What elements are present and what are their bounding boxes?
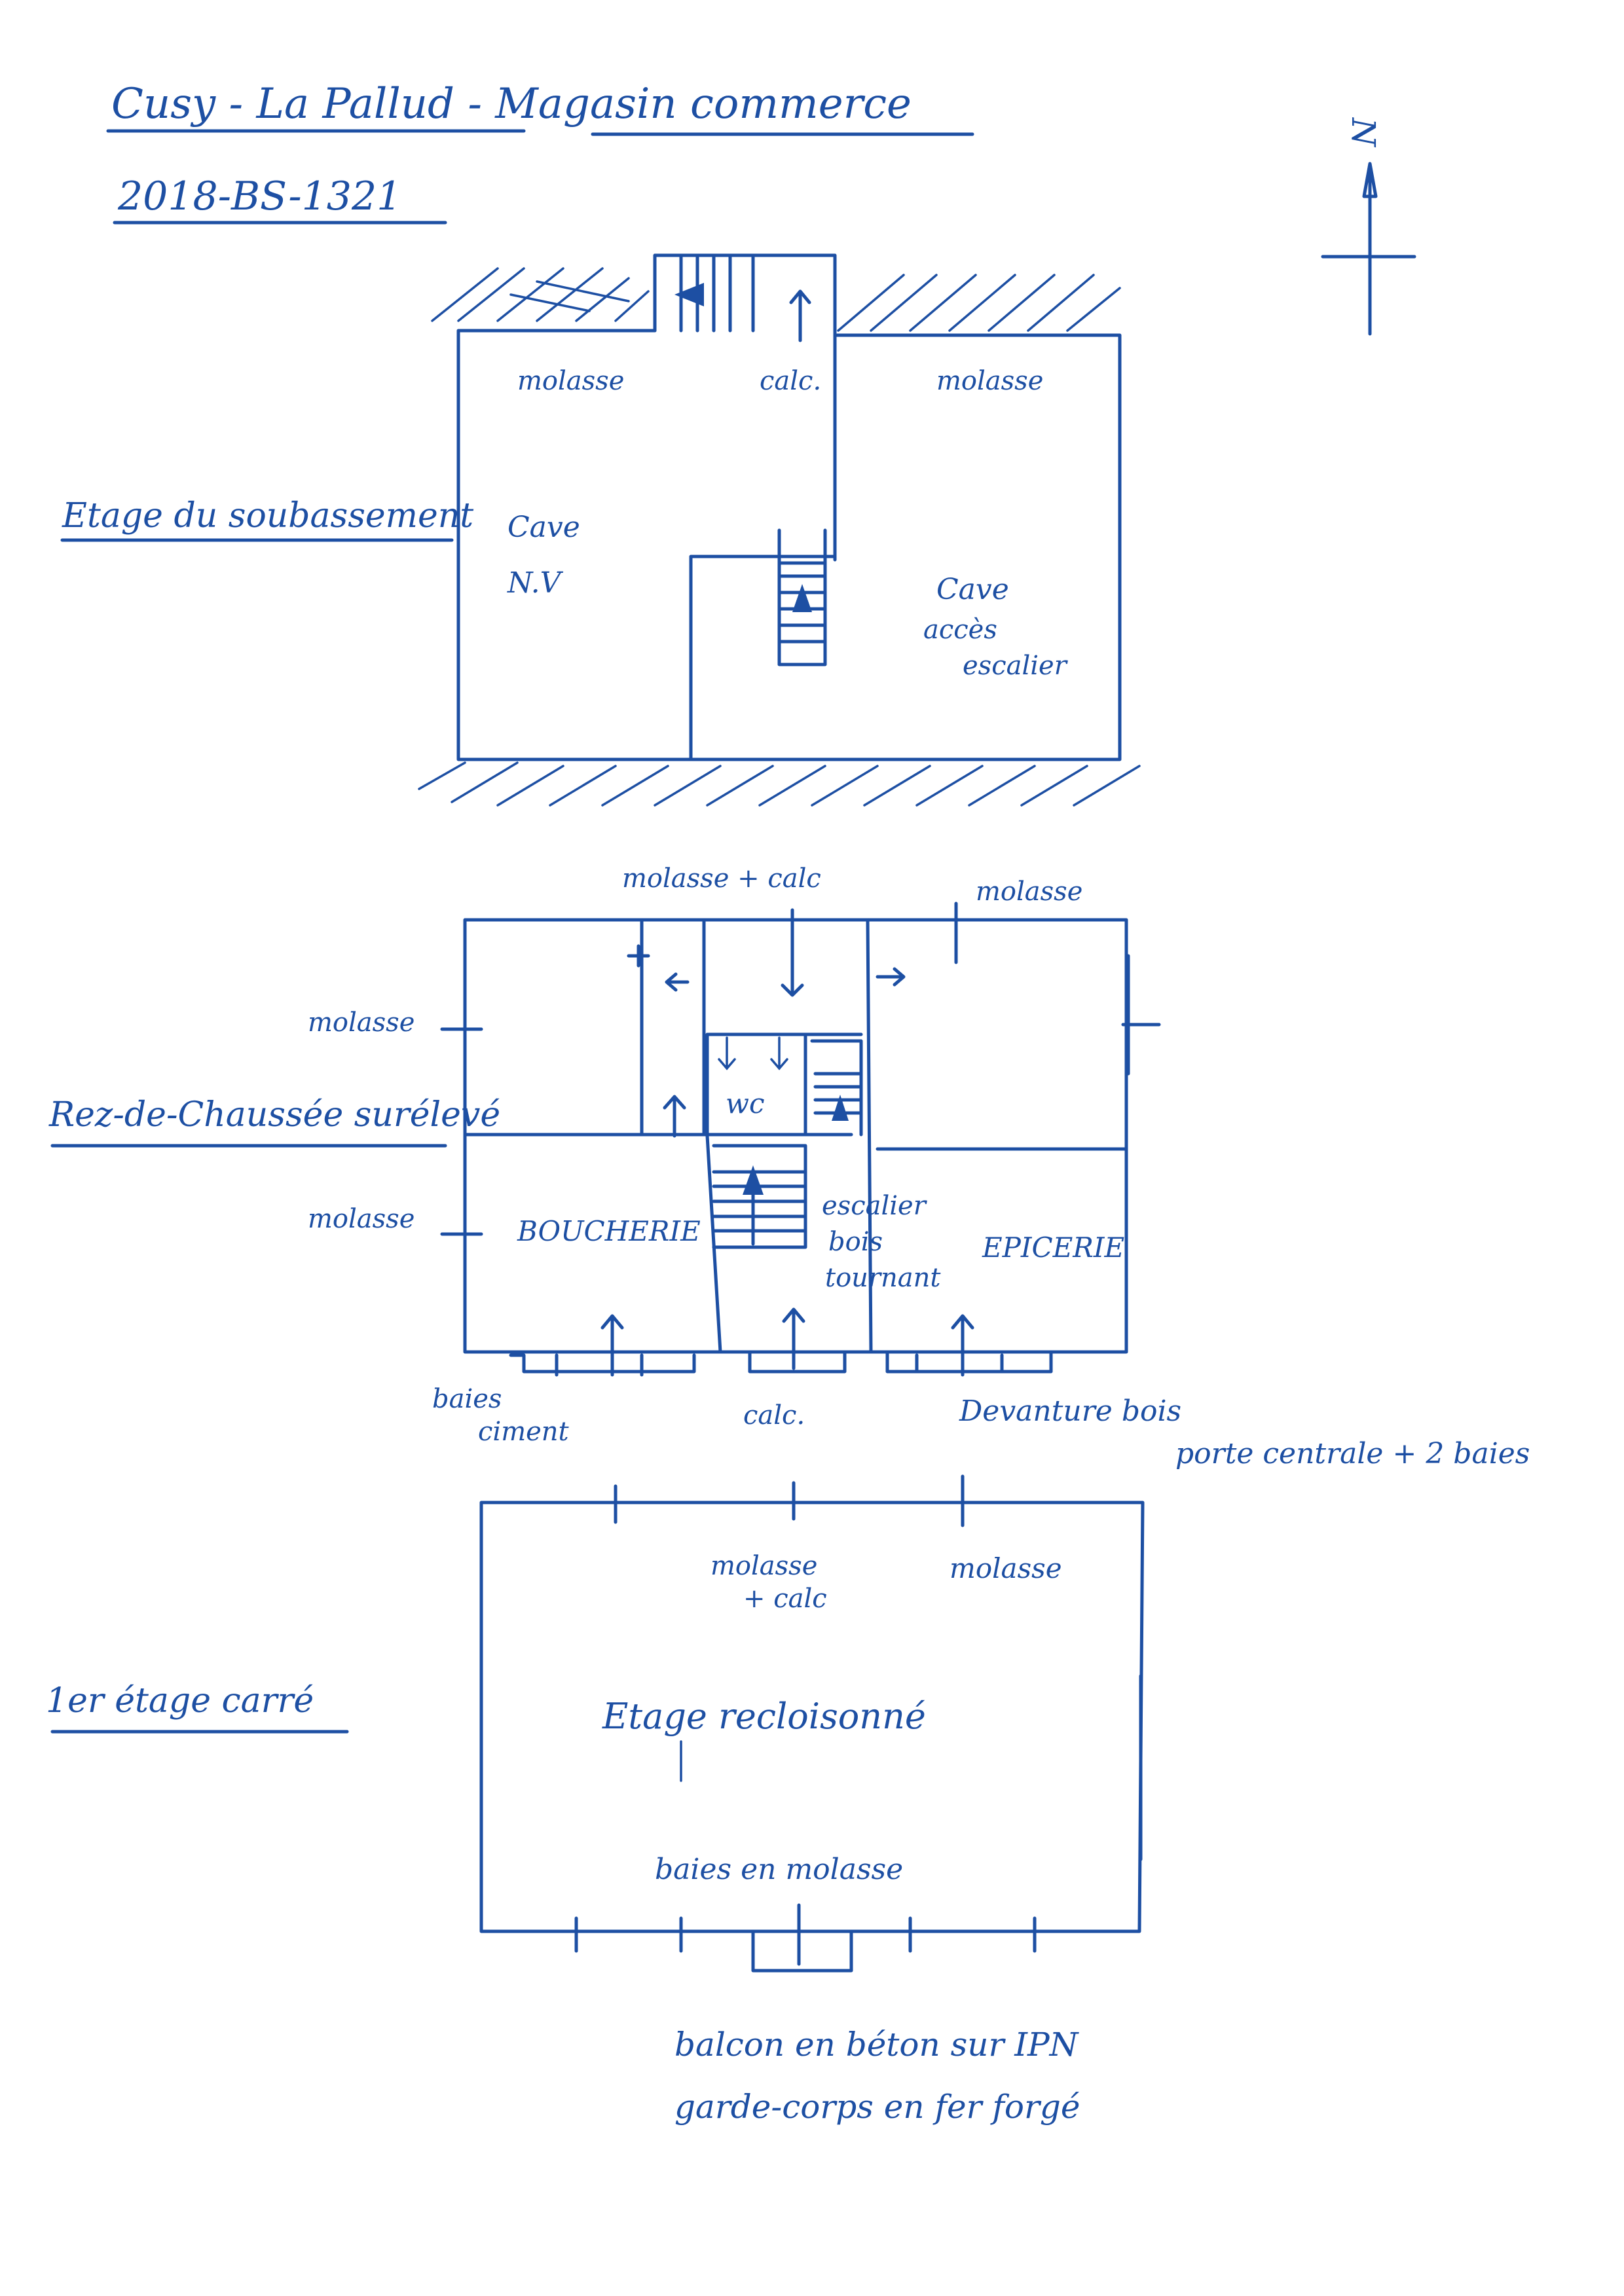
basement-outline	[456, 329, 1122, 761]
ground-stair-line1: escalier	[822, 1191, 928, 1221]
basement-room-right-line2: accès	[923, 615, 997, 645]
basement-room-left-line2: N.V	[507, 566, 564, 600]
first-south-ticks	[574, 1903, 1037, 1966]
ground-wall-west-lower: molasse	[308, 1204, 415, 1234]
ground-wc: wc	[726, 1087, 764, 1120]
first-balcony-line1: balcon en béton sur IPN	[674, 2026, 1080, 2064]
ground-upper-stair-arrow	[832, 1095, 849, 1121]
sheet-reference: 2018-BS-1321	[117, 173, 401, 219]
north-arrow-icon	[1321, 162, 1416, 336]
basement-north-stair-arrow	[674, 283, 704, 306]
basement-wall-north-center: calc.	[760, 366, 821, 396]
ground-wall-north-right: molasse	[976, 877, 1082, 907]
header: Cusy - La Pallud - Magasin commerce 2018…	[106, 80, 974, 225]
ground-front-left-line2: ciment	[478, 1417, 570, 1447]
ground-hatch-south	[418, 761, 1141, 807]
compass: N	[1321, 117, 1416, 336]
first-openings: baies en molasse	[655, 1853, 903, 1886]
ground-middle-wall	[463, 1133, 1128, 1151]
basement-wall-north-left: molasse	[517, 366, 624, 396]
basement-inner-stair-arrow	[792, 584, 812, 612]
ground-arrows	[600, 908, 974, 1377]
basement-room-right-line1: Cave	[936, 573, 1009, 606]
ground-south-openings	[509, 1350, 1053, 1377]
ground-hatch-north	[431, 267, 1121, 332]
ground-room-left: BOUCHERIE	[517, 1215, 701, 1247]
first-north-ticks	[614, 1474, 965, 1527]
ground-outline	[463, 918, 1128, 1354]
first-center: Etage recloisonné	[602, 1696, 926, 1737]
ground-central-stair-arrow	[743, 1165, 764, 1195]
compass-north-label: N	[1344, 117, 1382, 148]
ground-stair-line3: tournant	[825, 1263, 941, 1293]
floor-label-first: 1er étage carré	[46, 1681, 314, 1721]
floor-label-ground: Rez-de-Chaussée surélevé	[48, 1095, 500, 1135]
wc-arrows	[718, 1036, 788, 1070]
basement-room-right-line3: escalier	[963, 651, 1069, 681]
basement-inner-wall	[689, 555, 837, 761]
first-wall-north-center-line1: molasse	[710, 1551, 817, 1581]
ground-room-right: EPICERIE	[982, 1231, 1124, 1264]
ground-front-right-line1: Devanture bois	[959, 1394, 1181, 1428]
ground-upper-stair	[810, 1039, 863, 1137]
floor-basement: Etage du soubassement molasse calc. mola…	[60, 253, 1141, 807]
ground-wall-north-center: molasse + calc	[622, 864, 821, 894]
ground-front-right-line2: porte centrale + 2 baies	[1175, 1437, 1530, 1470]
sheet-title: Cusy - La Pallud - Magasin commerce	[111, 80, 912, 128]
ground-central-stair	[712, 1144, 807, 1249]
ground-wall-ticks	[440, 902, 1161, 1236]
floor-ground: Rez-de-Chaussée surélevé wc molasse + ca…	[48, 864, 1530, 1470]
first-outline	[479, 1501, 1145, 1933]
first-balcony-line2: garde-corps en fer forgé	[674, 2088, 1080, 2126]
ground-corridor-walls	[640, 918, 873, 1354]
first-wall-north-right: molasse	[950, 1552, 1062, 1584]
floor-label-basement: Etage du soubassement	[62, 496, 473, 536]
ground-wall-west-upper: molasse	[308, 1008, 415, 1038]
first-wall-north-center-line2: + calc	[743, 1584, 827, 1614]
first-balcony	[751, 1929, 853, 1973]
ground-front-center: calc.	[743, 1400, 805, 1430]
basement-room-left-line1: Cave	[507, 511, 580, 544]
ground-stair-line2: bois	[828, 1227, 883, 1257]
floor-first: 1er étage carré molasse + calc molasse E…	[46, 1474, 1145, 2126]
basement-wall-north-right: molasse	[936, 366, 1043, 396]
arrow-calc-north	[789, 289, 811, 342]
ground-front-left-line1: baies	[432, 1384, 502, 1414]
